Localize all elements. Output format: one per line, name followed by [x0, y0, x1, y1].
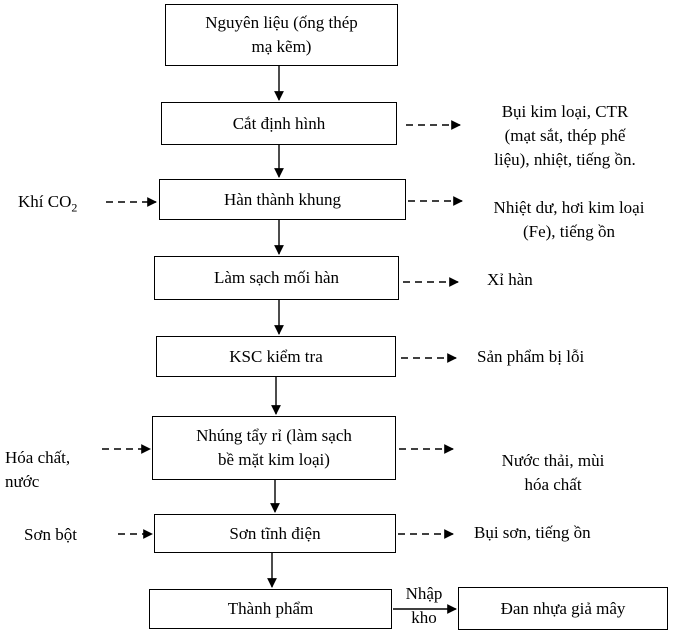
step-painting-label: Sơn tĩnh điện — [229, 523, 321, 543]
input-chemicals: Hóa chất, nước — [5, 422, 70, 494]
input-weld-gas: Khí CO2 — [18, 190, 77, 219]
output-painting-label: Bụi sơn, tiếng ồn — [474, 523, 591, 542]
step-cutting-label: Cắt định hình — [232, 113, 326, 133]
step-pickling: Nhúng tẩy rỉ (làm sạch bề mặt kim loại) — [152, 416, 396, 480]
output-painting: Bụi sơn, tiếng ồn — [474, 521, 591, 545]
step-painting: Sơn tĩnh điện — [154, 514, 396, 553]
output-welding: Nhiệt dư, hơi kim loại (Fe), tiếng ồn — [466, 172, 672, 244]
step-inspection-label: KSC kiểm tra — [229, 346, 323, 366]
step-inspection: KSC kiểm tra — [156, 336, 396, 377]
output-cleaning: Xỉ hàn — [487, 268, 533, 292]
step-finished-product-label: Thành phẩm — [227, 599, 314, 618]
step-raw-material: Nguyên liệu (ống thép mạ kẽm) — [165, 4, 398, 66]
output-cutting: Bụi kim loại, CTR (mạt sắt, thép phế liệ… — [462, 76, 668, 172]
step-raw-material-label: Nguyên liệu (ống thép mạ kẽm) — [205, 13, 358, 56]
output-inspection: Sản phẩm bị lỗi — [477, 345, 584, 369]
input-powder: Sơn bột — [24, 523, 77, 547]
output-welding-label: Nhiệt dư, hơi kim loại (Fe), tiếng ồn — [493, 198, 645, 241]
step-weld-cleaning: Làm sạch mối hàn — [154, 256, 399, 300]
output-pickling-label: Nước thải, mùi hóa chất — [501, 451, 605, 494]
step-pickling-label: Nhúng tẩy rỉ (làm sạch bề mặt kim loại) — [196, 426, 352, 469]
input-weld-gas-subscript: 2 — [71, 200, 78, 215]
destination-label: Đan nhựa giả mây — [500, 598, 626, 618]
final-arrow-label-text: Nhập kho — [405, 584, 443, 627]
step-weld-cleaning-label: Làm sạch mối hàn — [213, 268, 340, 287]
output-inspection-label: Sản phẩm bị lỗi — [477, 347, 585, 366]
output-pickling: Nước thải, mùi hóa chất — [468, 425, 638, 497]
final-arrow-label: Nhập kho — [396, 558, 452, 630]
destination-box: Đan nhựa giả mây — [458, 587, 668, 630]
input-chemicals-label: Hóa chất, nước — [5, 448, 71, 491]
output-cleaning-label: Xỉ hàn — [487, 270, 533, 289]
step-cutting: Cắt định hình — [161, 102, 397, 145]
input-weld-gas-label: Khí CO — [18, 192, 72, 211]
step-finished-product: Thành phẩm — [149, 589, 392, 629]
input-powder-label: Sơn bột — [24, 525, 77, 544]
step-welding-label: Hàn thành khung — [223, 189, 342, 209]
step-welding: Hàn thành khung — [159, 179, 406, 220]
output-cutting-label: Bụi kim loại, CTR (mạt sắt, thép phế liệ… — [494, 102, 636, 169]
